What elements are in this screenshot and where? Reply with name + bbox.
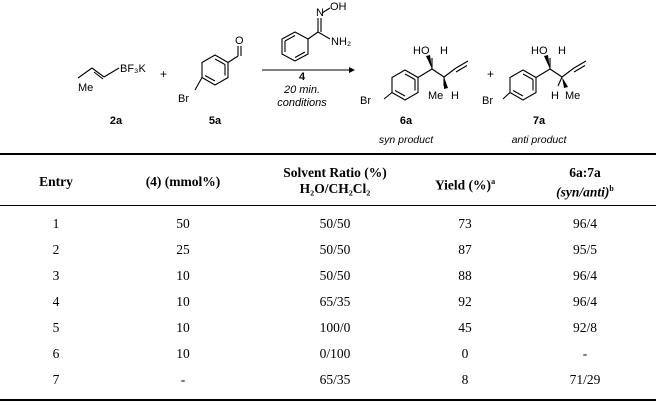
header-yield-footnote: a bbox=[491, 177, 496, 186]
plus-sign: + bbox=[160, 67, 167, 81]
catalyst-oh-label: OH bbox=[330, 1, 347, 13]
anti-h-label: H bbox=[551, 90, 559, 102]
br-label: Br bbox=[360, 95, 371, 107]
aldehyde-o-label: O bbox=[235, 35, 244, 47]
cell-yield: 73 bbox=[458, 216, 472, 231]
bf3k-label: BF₃K bbox=[120, 63, 147, 75]
anti-product-caption: anti product bbox=[512, 134, 568, 146]
scheme-bonds bbox=[77, 7, 587, 101]
table-row: 3 10 50/50 88 96/4 bbox=[0, 268, 656, 294]
header-ratio: 6a:7a (syn/anti)b bbox=[514, 165, 656, 201]
cell-entry: 7 bbox=[52, 372, 60, 387]
cell-loading: 25 bbox=[176, 242, 190, 257]
cell-ratio: 96/4 bbox=[572, 216, 597, 231]
cell-ratio: 71/29 bbox=[569, 372, 601, 387]
cell-yield: 45 bbox=[458, 320, 472, 335]
cell-entry: 1 bbox=[52, 216, 60, 231]
reaction-scheme: BF₃K Me + O Br N OH NH₂ 4 20 min. condit… bbox=[77, 1, 587, 146]
header-solvent: Solvent Ratio (%) H₂O/CH₂Cl₂ bbox=[254, 165, 416, 197]
cell-loading: 50 bbox=[176, 216, 190, 231]
catalyst-nh2-label: NH₂ bbox=[331, 36, 351, 48]
cell-solvent: 50/50 bbox=[319, 216, 351, 231]
cell-solvent: 100/0 bbox=[319, 320, 351, 335]
cell-solvent: 50/50 bbox=[319, 242, 351, 257]
header-ratio-line1: 6a:7a bbox=[569, 165, 601, 180]
plus-sign: + bbox=[487, 67, 494, 81]
cell-yield: 0 bbox=[461, 346, 469, 361]
table-row: 2 25 50/50 87 95/5 bbox=[0, 242, 656, 268]
cell-loading: 10 bbox=[176, 320, 190, 335]
compound-2a-label: 2a bbox=[110, 115, 123, 127]
br-label: Br bbox=[178, 93, 189, 105]
reaction-conditions: conditions bbox=[277, 97, 327, 109]
anti-me-label: Me bbox=[565, 90, 580, 102]
header-loading: (4) (mmol%) bbox=[145, 174, 221, 189]
header-yield-text: Yield (%) bbox=[434, 177, 492, 193]
arrowhead bbox=[349, 67, 355, 73]
compound-6a-label: 6a bbox=[400, 115, 413, 127]
cell-entry: 5 bbox=[52, 320, 60, 335]
wedge-bond bbox=[562, 77, 568, 88]
cell-ratio: 92/8 bbox=[572, 320, 597, 335]
header-solvent-line1: Solvent Ratio (%) bbox=[283, 165, 387, 180]
cell-ratio: 96/4 bbox=[572, 268, 597, 283]
syn-ho-label: HO bbox=[413, 45, 430, 57]
header-ratio-footnote: b bbox=[609, 184, 614, 193]
table-row: 1 50 50/50 73 96/4 bbox=[0, 216, 656, 242]
table-top-rule bbox=[0, 153, 656, 155]
catalyst-n-label: N bbox=[316, 7, 324, 19]
header-solvent-line2: H₂O/CH₂Cl₂ bbox=[299, 181, 371, 196]
br-label: Br bbox=[482, 95, 493, 107]
cell-loading: 10 bbox=[176, 346, 190, 361]
header-yield: Yield (%)a bbox=[416, 174, 514, 194]
header-ratio-line2: (syn/anti)b bbox=[514, 181, 656, 201]
syn-h-label: H bbox=[451, 90, 459, 102]
cell-solvent: 65/35 bbox=[319, 372, 351, 387]
cell-entry: 6 bbox=[52, 346, 60, 361]
anti-h-label: H bbox=[558, 45, 566, 57]
cell-yield: 87 bbox=[458, 242, 472, 257]
syn-me-label: Me bbox=[428, 90, 443, 102]
syn-word: syn product bbox=[379, 134, 434, 146]
cell-loading: 10 bbox=[176, 268, 190, 283]
wedge-bond bbox=[426, 55, 432, 69]
header-ratio-line2-text: (syn/anti) bbox=[556, 184, 610, 200]
reaction-time: 20 min. bbox=[283, 84, 320, 96]
wedge-bond bbox=[444, 77, 448, 89]
anti-ho-label: HO bbox=[531, 45, 548, 57]
syn-h-label: H bbox=[440, 45, 448, 57]
cell-solvent: 50/50 bbox=[319, 268, 351, 283]
cell-ratio: 95/5 bbox=[572, 242, 597, 257]
table-row: 6 10 0/100 0 - bbox=[0, 346, 656, 372]
cell-yield: 92 bbox=[458, 294, 472, 309]
cell-entry: 2 bbox=[52, 242, 60, 257]
table-row: 7 - 65/35 8 71/29 bbox=[0, 372, 656, 398]
cell-yield: 8 bbox=[461, 372, 469, 387]
cell-loading: - bbox=[180, 372, 186, 387]
header-entry: Entry bbox=[39, 174, 73, 189]
cell-ratio: - bbox=[582, 346, 588, 361]
methyl-label: Me bbox=[78, 82, 93, 94]
wedge-bond bbox=[544, 55, 550, 69]
table-bottom-rule bbox=[0, 399, 656, 401]
cell-solvent: 65/35 bbox=[319, 294, 351, 309]
catalyst-number: 4 bbox=[299, 71, 306, 83]
cell-entry: 4 bbox=[52, 294, 60, 309]
cell-ratio: 96/4 bbox=[572, 294, 597, 309]
table-row: 5 10 100/0 45 92/8 bbox=[0, 320, 656, 346]
cell-entry: 3 bbox=[52, 268, 60, 283]
table-header-rule bbox=[0, 205, 656, 206]
compound-7a-label: 7a bbox=[533, 115, 546, 127]
cell-solvent: 0/100 bbox=[319, 346, 351, 361]
cell-yield: 88 bbox=[458, 268, 472, 283]
cell-loading: 10 bbox=[176, 294, 190, 309]
compound-5a-label: 5a bbox=[209, 115, 222, 127]
table-row: 4 10 65/35 92 96/4 bbox=[0, 294, 656, 320]
anti-word: anti product bbox=[512, 134, 568, 146]
syn-product-caption: syn product bbox=[379, 134, 434, 146]
